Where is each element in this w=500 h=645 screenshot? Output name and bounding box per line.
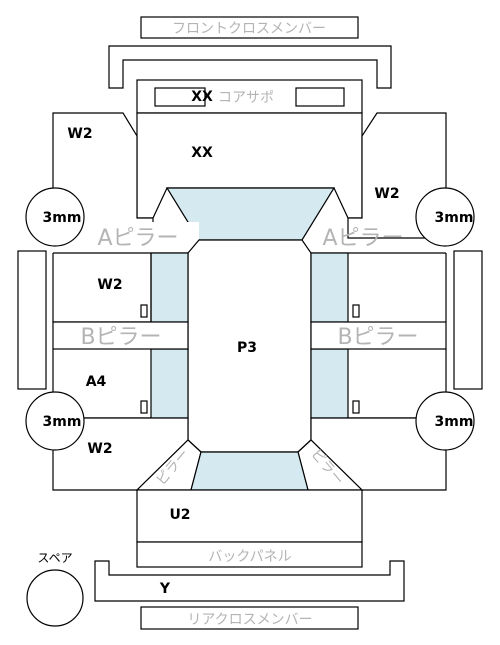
- spare-label: スペア: [37, 551, 72, 565]
- left-rear-handle: [140, 400, 148, 414]
- rear-cross-member-box: [140, 606, 359, 630]
- right-front-window: [310, 252, 349, 323]
- left-rocker: [17, 250, 47, 390]
- spare-tire: [26, 569, 84, 627]
- rear-window: [190, 451, 309, 491]
- left-rear-window: [150, 348, 189, 419]
- front-left-tire: [25, 187, 85, 247]
- headlight-left: [154, 87, 206, 107]
- core-support-label: コアサポ: [218, 90, 274, 106]
- rear-left-tire: [25, 391, 85, 451]
- back-panel-label: バックパネル: [208, 549, 291, 565]
- right-rear-window: [310, 348, 349, 419]
- b-pillar-right-label: Bピラー: [337, 325, 418, 350]
- front-left-fender-code: W2: [67, 126, 92, 142]
- rear-member-code: Y: [159, 581, 171, 597]
- front-cross-member-label: フロントクロスメンバー: [172, 21, 326, 37]
- trunk-panel: [136, 489, 363, 543]
- front-right-tire-label: 3mm: [435, 210, 474, 226]
- a-pillar-left-label: Aピラー: [97, 226, 178, 251]
- right-rear-handle: [352, 400, 360, 414]
- front-right-tire: [415, 187, 475, 247]
- headlight-right: [295, 87, 345, 107]
- left-rear-door-code: A4: [86, 374, 107, 390]
- core-support-code: XX: [191, 89, 213, 105]
- left-front-window: [150, 252, 189, 323]
- front-left-tire-label: 3mm: [43, 210, 82, 226]
- rear-left-tire-label: 3mm: [43, 414, 82, 430]
- front-cross-member-box: [140, 16, 359, 39]
- b-pillar-right: [310, 321, 447, 350]
- front-right-fender-code: W2: [374, 186, 399, 202]
- front-bumper: [108, 45, 392, 89]
- b-pillar-left: [52, 321, 189, 350]
- left-front-door-code: W2: [97, 277, 122, 293]
- right-front-handle: [352, 304, 360, 318]
- b-pillar-left-label: Bピラー: [80, 325, 161, 350]
- right-rocker: [453, 250, 483, 390]
- left-rear-quarter-code: W2: [87, 441, 112, 457]
- back-panel: [136, 541, 363, 568]
- rear-right-tire: [415, 391, 475, 451]
- rear-bumper: [94, 560, 405, 602]
- roof-code: P3: [237, 340, 257, 356]
- hood-code: XX: [191, 145, 213, 161]
- trunk-code: U2: [169, 507, 190, 523]
- left-front-handle: [140, 304, 148, 318]
- rear-right-tire-label: 3mm: [435, 414, 474, 430]
- rear-cross-member-label: リアクロスメンバー: [187, 612, 312, 628]
- a-pillar-right-label: Aピラー: [322, 226, 403, 251]
